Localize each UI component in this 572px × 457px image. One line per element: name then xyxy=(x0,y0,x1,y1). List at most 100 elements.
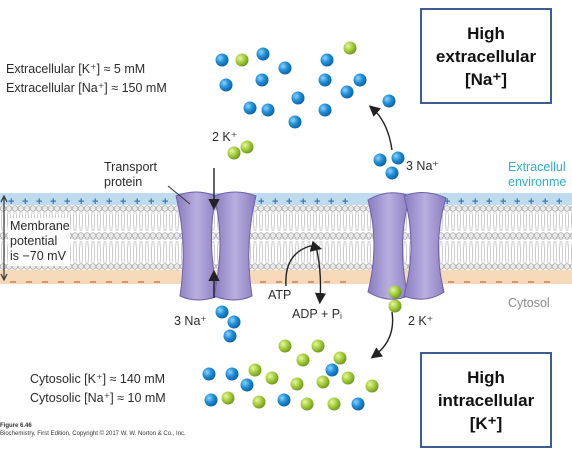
svg-text:+: + xyxy=(486,196,492,208)
svg-text:+: + xyxy=(120,196,126,208)
transport-protein-right xyxy=(367,192,447,300)
na-box-line3: [Na⁺] xyxy=(464,69,508,89)
potassium-ion xyxy=(341,371,355,385)
positive-charges: ++++ ++++ ++++ ++++ +++ ++++ ++++ ++ xyxy=(8,196,562,208)
sodium-ion xyxy=(261,103,275,117)
sodium-in-label: 3 Na⁺ xyxy=(174,314,208,328)
lipid-bilayer-bottom xyxy=(0,238,572,270)
svg-text:+: + xyxy=(92,196,98,208)
figure-source: Biochemistry, First Edition, Copyright ©… xyxy=(0,431,186,437)
sodium-ion xyxy=(215,53,229,67)
atp-hydrolysis-arrow xyxy=(285,240,327,305)
cytosolic-k-concentration: Cytosolic [K⁺] ≈ 140 mM xyxy=(30,372,166,386)
svg-text:+: + xyxy=(458,196,464,208)
svg-text:+: + xyxy=(148,196,154,208)
extracellular-na-concentration: Extracellular [Na⁺] ≈ 150 mM xyxy=(6,81,167,95)
sodium-ion xyxy=(382,94,396,108)
potassium-ion xyxy=(388,299,402,313)
sodium-ion xyxy=(391,151,405,165)
figure-number: Figure 6.46 xyxy=(0,423,32,429)
sodium-ion xyxy=(202,367,216,381)
sodium-ion xyxy=(256,47,270,61)
transport-protein-left xyxy=(175,191,257,301)
potassium-bottom-label: 2 K⁺ xyxy=(408,314,434,328)
high-extracellular-na-box: High extracellular [Na⁺] xyxy=(420,8,552,104)
potassium-ion xyxy=(240,140,254,154)
membrane-potential-label-line3: is −70 mV xyxy=(10,249,66,263)
sodium-ion xyxy=(340,85,354,99)
transport-protein-label-line1: Transport xyxy=(104,160,158,174)
sodium-ion xyxy=(227,315,241,329)
svg-text:+: + xyxy=(36,196,42,208)
potassium-ion xyxy=(311,339,325,353)
sodium-ion xyxy=(320,53,334,67)
extracellular-environment-label-line2: environme xyxy=(508,175,567,189)
membrane-potential-label-line2: potential xyxy=(10,234,58,248)
membrane-label-bg xyxy=(8,218,70,266)
potassium-ion xyxy=(327,397,341,411)
sodium-ion xyxy=(385,166,399,180)
na-box-line2: extracellular xyxy=(435,46,537,66)
svg-text:+: + xyxy=(514,196,520,208)
k-box-line1: High xyxy=(467,367,505,387)
lipid-bilayer-top xyxy=(0,205,572,238)
sodium-ion xyxy=(351,397,365,411)
sodium-ion xyxy=(225,367,239,381)
transport-protein-label-line2: protein xyxy=(104,175,143,189)
sodium-ion xyxy=(219,78,233,92)
cytosolic-na-concentration: Cytosolic [Na⁺] ≈ 10 mM xyxy=(30,391,166,405)
membrane-potential-bracket xyxy=(0,194,8,282)
extracellular-environment-label-line1: Extracellul xyxy=(508,160,566,174)
svg-text:+: + xyxy=(314,196,320,208)
svg-text:+: + xyxy=(342,196,348,208)
sodium-ion xyxy=(288,115,302,129)
potassium-ion xyxy=(221,391,235,405)
high-intracellular-k-box: High intracellular [K⁺] xyxy=(420,352,552,448)
sodium-ion xyxy=(277,393,291,407)
potassium-ion xyxy=(333,351,347,365)
sodium-ion xyxy=(223,329,237,343)
potassium-ion xyxy=(343,41,357,55)
na-box-line1: High xyxy=(467,23,505,43)
potassium-ions xyxy=(221,41,402,411)
svg-text:+: + xyxy=(500,196,506,208)
sodium-ion xyxy=(291,91,305,105)
potassium-ion xyxy=(265,371,279,385)
sodium-ion xyxy=(318,73,332,87)
svg-text:+: + xyxy=(300,196,306,208)
k-box-line3: [K⁺] xyxy=(469,413,503,433)
sodium-ions xyxy=(202,47,405,411)
sodium-out-label: 3 Na⁺ xyxy=(406,159,440,173)
sodium-ion xyxy=(318,103,332,117)
svg-text:+: + xyxy=(328,196,334,208)
potassium-ion xyxy=(365,379,379,393)
svg-text:+: + xyxy=(542,196,548,208)
svg-text:+: + xyxy=(272,196,278,208)
extracellular-k-concentration: Extracellular [K⁺] ≈ 5 mM xyxy=(6,62,146,76)
potassium-ion xyxy=(248,363,262,377)
sodium-ion xyxy=(255,73,269,87)
membrane-potential-label-line1: Membrane xyxy=(10,219,70,233)
svg-text:+: + xyxy=(286,196,292,208)
ion-movement-arrows xyxy=(208,105,394,359)
potassium-ion xyxy=(296,353,310,367)
potassium-ion xyxy=(227,146,241,160)
svg-text:+: + xyxy=(556,196,562,208)
sodium-ion xyxy=(243,101,257,115)
potassium-ion xyxy=(388,285,402,299)
potassium-ion xyxy=(252,395,266,409)
sodium-ion xyxy=(373,153,387,167)
k-box-line2: intracellular xyxy=(437,390,535,410)
sodium-ion xyxy=(325,363,339,377)
potassium-ion xyxy=(316,375,330,389)
cytosol-label: Cytosol xyxy=(508,296,550,310)
svg-text:+: + xyxy=(134,196,140,208)
potassium-ion xyxy=(300,397,314,411)
svg-text:+: + xyxy=(444,196,450,208)
adp-pi-label: ADP + Pᵢ xyxy=(292,307,343,321)
svg-text:+: + xyxy=(162,196,168,208)
svg-text:+: + xyxy=(50,196,56,208)
sodium-ion xyxy=(215,305,229,319)
